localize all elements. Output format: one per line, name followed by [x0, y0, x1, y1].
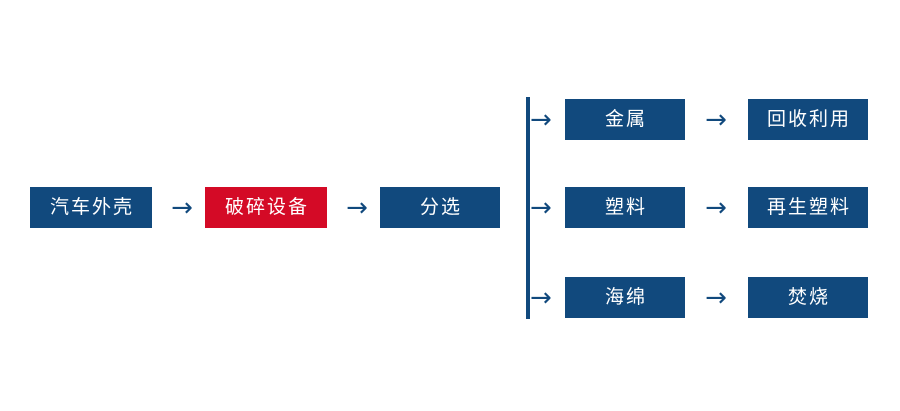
node-incineration[interactable]: 焚烧: [748, 277, 868, 318]
arrow-right-icon-1: →: [171, 192, 193, 223]
node-metal[interactable]: 金属: [565, 99, 685, 140]
arrow-right-icon-2: →: [346, 192, 368, 223]
node-regenerated-plastic[interactable]: 再生塑料: [748, 187, 868, 228]
node-sorting[interactable]: 分选: [380, 187, 500, 228]
branch-arrow-icon-plastic: →: [530, 192, 552, 223]
node-plastic[interactable]: 塑料: [565, 187, 685, 228]
node-recycle-reuse[interactable]: 回收利用: [748, 99, 868, 140]
node-car-shell[interactable]: 汽车外壳: [30, 187, 152, 228]
branch-arrow-icon-metal: →: [530, 104, 552, 135]
arrow-right-icon-metal: →: [705, 104, 727, 135]
arrow-right-icon-plastic: →: [705, 192, 727, 223]
node-crushing-equipment[interactable]: 破碎设备: [205, 187, 327, 228]
arrow-right-icon-sponge: →: [705, 282, 727, 313]
branch-arrow-icon-sponge: →: [530, 282, 552, 313]
branch-bus-line: [526, 97, 530, 319]
node-sponge[interactable]: 海绵: [565, 277, 685, 318]
